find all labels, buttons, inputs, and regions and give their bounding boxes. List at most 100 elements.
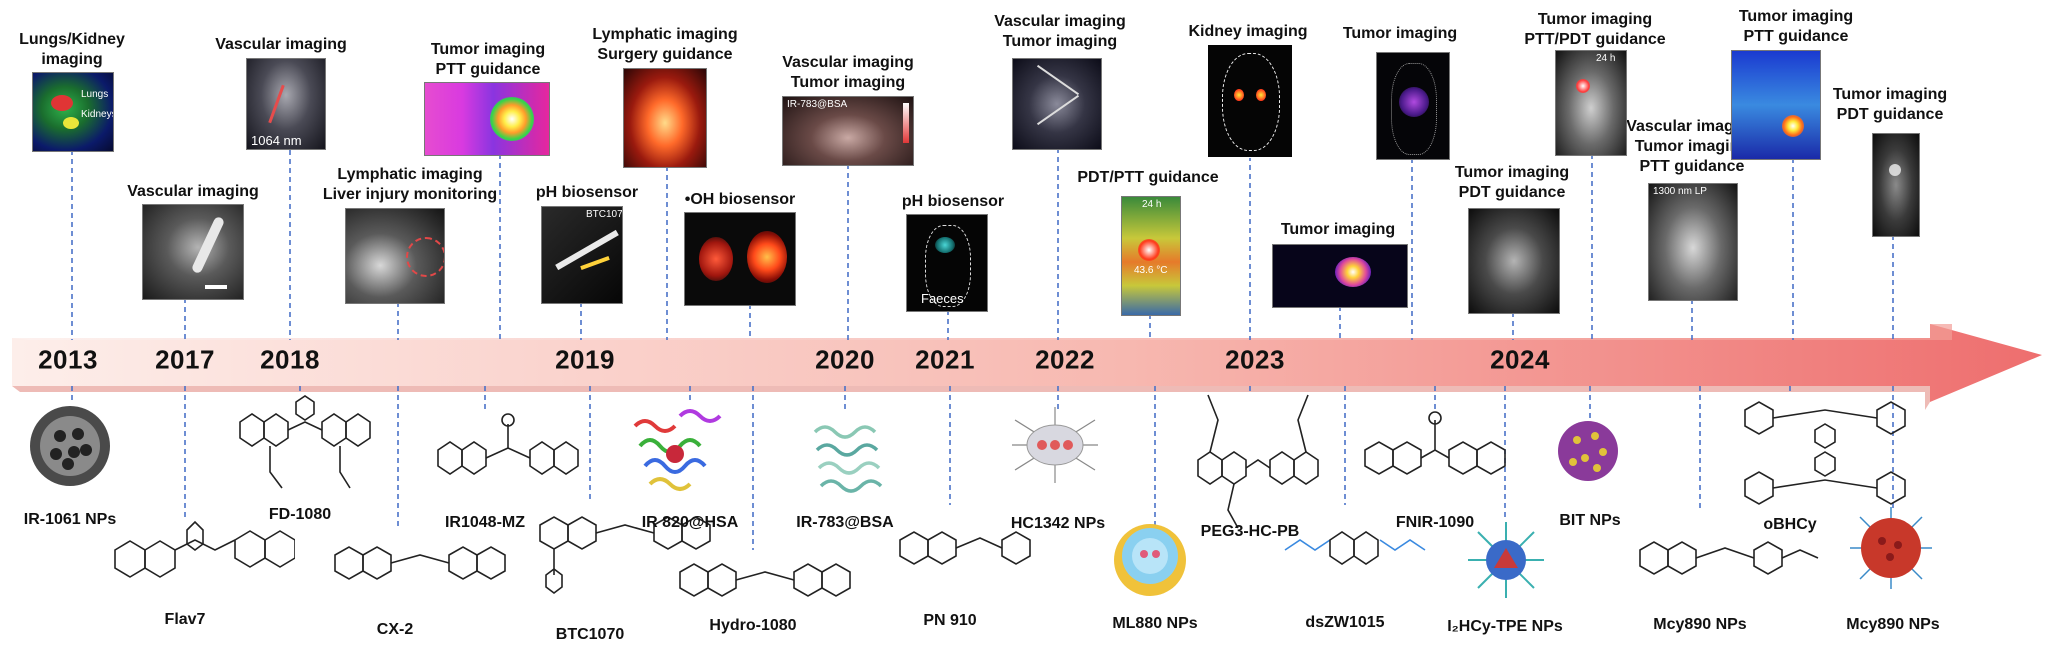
compound-btc1070: BTC1070 (555, 626, 625, 643)
dszw1015-structure (1284, 531, 1426, 565)
year-2019: 2019 (555, 344, 615, 375)
image-tumor-pdt-last (1872, 133, 1920, 237)
mcy890-structure (1639, 541, 1819, 575)
compound-ir1061-nps: IR-1061 NPs (23, 511, 117, 528)
h24b-text: 24 h (1596, 53, 1616, 64)
compound-ir1048mz: IR1048-MZ (444, 514, 526, 531)
cx2-structure (334, 546, 506, 580)
connector-lines (71, 148, 1894, 550)
fnir1090-structure (1364, 411, 1506, 475)
compound-bit-nps: BIT NPs (1559, 512, 1621, 529)
image-ph-biosensor-2021: Faeces (906, 214, 988, 312)
app-label-tumor-2023a: Tumor imaging (1280, 221, 1396, 238)
compound-i2hcy-tpe-nps: I₂HCy-TPE NPs (1447, 618, 1563, 635)
ir820-hsa-graphic (633, 409, 722, 491)
image-ph-biosensor-2019: BTC1070 (541, 206, 623, 304)
compound-peg3-hc-pb: PEG3-HC-PB (1200, 523, 1300, 540)
lr1300-text: 1300 nm LP (1653, 186, 1707, 197)
app-label-pdt-ptt: PDT/PTT guidance (1077, 169, 1219, 186)
timeline-arrow (12, 324, 2042, 410)
app-label-vascular-2017: Vascular imaging (127, 183, 259, 200)
image-lymphatic-liver (345, 208, 445, 304)
app-label-kidney: Kidney imaging (1188, 23, 1308, 40)
nm1064-text: 1064 nm (251, 133, 302, 148)
ir783-bsa-graphic (813, 425, 883, 493)
year-2021: 2021 (915, 344, 975, 375)
faeces-text: Faeces (921, 291, 964, 306)
image-lungs-kidney: Lungs Kidneys (32, 72, 114, 152)
compound-hydro1080: Hydro-1080 (709, 617, 797, 634)
year-2020: 2020 (815, 344, 875, 375)
bit-np-graphic (1558, 421, 1618, 481)
compound-pn910: PN 910 (923, 612, 977, 629)
compound-ir820-hsa: IR 820@HSA (641, 514, 739, 531)
temp-text: 43.6 °C (1134, 265, 1168, 276)
year-2023: 2023 (1225, 344, 1285, 375)
image-oh-biosensor (684, 212, 796, 306)
h24a-text: 24 h (1142, 199, 1162, 210)
image-tumor-2023b (1376, 52, 1450, 160)
btc1070-structure (539, 516, 711, 594)
compound-fnir1090: FNIR-1090 (1395, 514, 1475, 531)
compound-fd1080: FD-1080 (268, 506, 332, 523)
ir1061-np-graphic (30, 406, 110, 486)
image-lymphatic-surgery (623, 68, 707, 168)
compound-ir783-bsa: IR-783@BSA (796, 514, 894, 531)
i2hcy-tpe-np-graphic (1468, 522, 1544, 598)
image-vascular-tumor-2022 (1012, 58, 1102, 150)
compound-mcy890-nps-b: Mcy890 NPs (1846, 616, 1940, 633)
compound-obhcy: oBHCy (1763, 516, 1817, 533)
compound-mcy890-nps-a: Mcy890 NPs (1653, 616, 1747, 633)
hydro1080-structure (679, 563, 851, 597)
flav7-structure (114, 520, 295, 578)
image-vascular-2017 (142, 204, 244, 300)
image-tumor-pdt-2024 (1468, 208, 1560, 314)
mcy890-np-graphic (1850, 507, 1932, 589)
app-label-oh-biosensor: •OH biosensor (684, 191, 796, 208)
image-kidney (1207, 44, 1293, 158)
kidneys-text: Kidneys (81, 109, 114, 120)
image-tumor-2023a (1272, 244, 1408, 308)
compound-hc1342-nps: HC1342 NPs (1010, 515, 1106, 532)
image-tumor-ptt-pdt: 24 h (1555, 50, 1627, 156)
compound-ml880-nps: ML880 NPs (1112, 615, 1198, 632)
image-vascular-tumor-2020: IR-783@BSA (782, 96, 914, 166)
year-2013: 2013 (38, 344, 98, 375)
year-2022: 2022 (1035, 344, 1095, 375)
image-vascular-2018: 1064 nm (246, 58, 326, 150)
compound-dszw1015: dsZW1015 (1305, 614, 1385, 631)
image-tumor-ptt-2019 (424, 82, 550, 156)
year-2017: 2017 (155, 344, 215, 375)
image-vascular-tumor-ptt: 1300 nm LP (1648, 183, 1738, 301)
btc-text: BTC1070 (586, 209, 623, 220)
app-label-ph-biosensor-2019: pH biosensor (535, 184, 639, 201)
year-2024: 2024 (1490, 344, 1550, 375)
app-label-ph-biosensor-2021: pH biosensor (901, 193, 1005, 210)
ml880-np-graphic (1114, 524, 1186, 596)
image-tumor-ptt-2024 (1731, 50, 1821, 160)
compound-flav7: Flav7 (164, 611, 206, 628)
lungs-text: Lungs (81, 89, 109, 100)
obhcy-structure (1744, 401, 1906, 505)
fd1080-structure (239, 395, 371, 489)
pn910-structure (899, 531, 1031, 565)
compound-cx2: CX-2 (376, 621, 414, 638)
app-label-tumor-2023b: Tumor imaging (1342, 25, 1458, 42)
peg3-hc-pb-structure (1197, 394, 1319, 529)
hc1342-np-graphic (1012, 407, 1098, 483)
image-pdt-ptt: 24 h 43.6 °C (1121, 196, 1181, 316)
ir1048mz-structure (437, 413, 579, 475)
app-label-vascular-2018: Vascular imaging (215, 36, 347, 53)
